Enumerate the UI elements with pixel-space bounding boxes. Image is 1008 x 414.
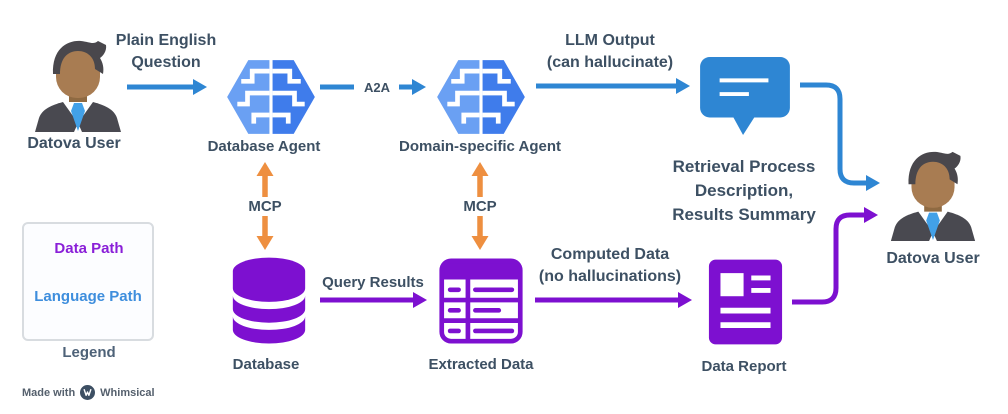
language-path-arrow-agent-to-bubble xyxy=(536,78,690,94)
annotation-retrieval-line1: Retrieval Process xyxy=(672,157,816,176)
watermark-brand: Whimsical xyxy=(100,386,155,399)
edge-label-plain-english-line2: Question xyxy=(131,54,201,71)
data-path-curve-report-to-user xyxy=(792,207,878,305)
legend-box xyxy=(22,222,154,341)
brain-icon-domain-agent xyxy=(434,57,528,137)
edge-label-computed-data-line2: (no hallucinations) xyxy=(538,268,682,285)
data-path-arrow-computed-data xyxy=(535,292,692,308)
data-path-arrow-query-results xyxy=(320,292,427,308)
brain-icon-database-agent xyxy=(224,57,318,137)
edge-label-computed-data: Computed Data (no hallucinations) xyxy=(539,244,681,288)
user-icon-right xyxy=(886,146,980,242)
data-report-icon xyxy=(707,257,784,347)
watermark-prefix: Made with xyxy=(22,386,76,399)
annotation-retrieval-summary: Retrieval Process Description, Results S… xyxy=(672,155,816,227)
edge-label-llm-output-line1: LLM Output xyxy=(565,32,655,49)
legend-item-data-path: Data Path xyxy=(54,240,124,257)
edge-label-plain-english: Plain English Question xyxy=(116,30,216,74)
edge-label-query-results: Query Results xyxy=(322,274,424,291)
database-icon xyxy=(226,254,312,348)
legend-item-language-path: Language Path xyxy=(34,288,142,305)
extracted-data-icon xyxy=(438,258,524,344)
whimsical-logo-icon xyxy=(80,385,96,400)
speech-bubble-icon xyxy=(698,55,792,137)
label-database-agent: Database Agent xyxy=(207,138,321,155)
annotation-retrieval-line3: Results Summary xyxy=(672,205,816,224)
legend-title: Legend xyxy=(62,344,116,361)
edge-label-mcp-left: MCP xyxy=(245,197,285,216)
edge-label-mcp-right: MCP xyxy=(460,197,500,216)
edge-label-a2a: A2A xyxy=(360,79,394,96)
language-path-arrow-user-to-db-agent xyxy=(127,79,207,95)
edge-label-computed-data-line1: Computed Data xyxy=(550,246,670,263)
language-path-curve-bubble-to-user xyxy=(800,82,880,191)
user-icon-left xyxy=(30,36,126,132)
label-datova-user-left: Datova User xyxy=(27,135,121,152)
edge-label-plain-english-line1: Plain English xyxy=(115,32,217,49)
label-extracted-data: Extracted Data xyxy=(428,356,534,373)
label-data-report: Data Report xyxy=(701,358,787,375)
label-database: Database xyxy=(232,356,300,373)
edge-label-llm-output: LLM Output (can hallucinate) xyxy=(547,30,673,74)
whimsical-watermark-link[interactable]: Made with Whimsical xyxy=(22,385,155,400)
edge-label-llm-output-line2: (can hallucinate) xyxy=(546,54,674,71)
label-domain-agent: Domain-specific Agent xyxy=(399,138,561,155)
annotation-retrieval-line2: Description, xyxy=(694,181,794,200)
label-datova-user-right: Datova User xyxy=(886,250,980,267)
language-path-arrow-a2a xyxy=(320,79,426,95)
